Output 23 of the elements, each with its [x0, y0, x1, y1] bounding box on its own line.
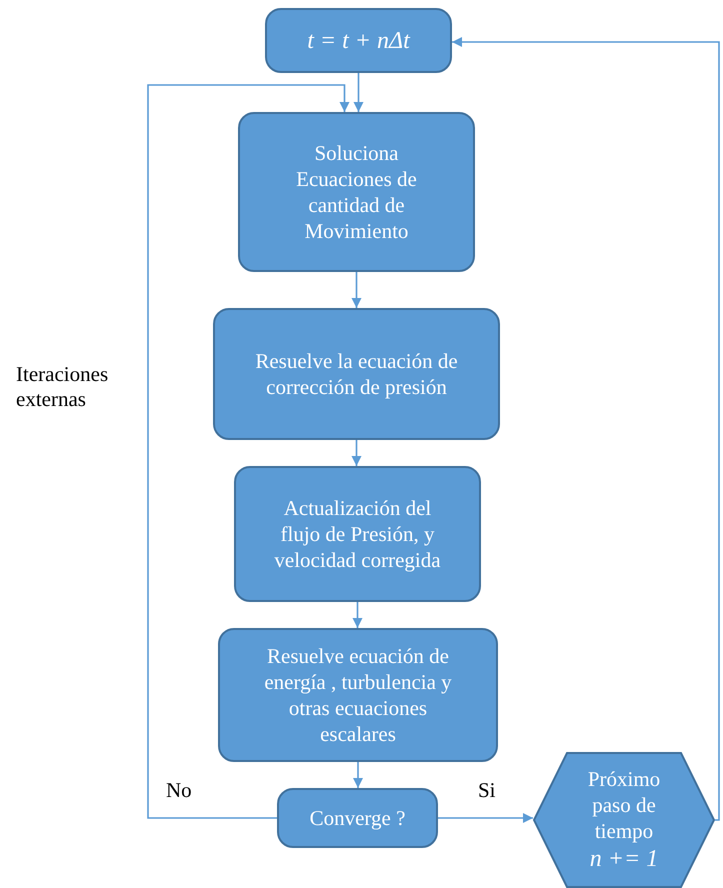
- process-box: [265, 8, 452, 73]
- process-box: [213, 308, 500, 440]
- node-text: Resuelve ecuación de energía , turbulencia y otras ecuaciones escalares: [263, 642, 453, 748]
- arrow: [352, 440, 362, 466]
- arrow: [147, 84, 350, 819]
- node-text: Actualización del flujo de Presión, y velocidad corregida: [273, 494, 442, 574]
- process-box: [277, 788, 438, 848]
- arrow: [452, 37, 720, 821]
- arrow: [438, 813, 533, 823]
- arrow: [353, 762, 363, 788]
- process-box: [218, 628, 498, 762]
- formula-text: t = t + nΔt: [307, 26, 410, 56]
- arrow: [352, 602, 362, 628]
- node-text: Converge ?: [310, 804, 406, 832]
- hexagon-node: [533, 752, 715, 888]
- arrow: [354, 73, 364, 112]
- node-text: Próximo paso de tiempo: [586, 766, 662, 844]
- node-text: Resuelve la ecuación de corrección de presión: [254, 348, 459, 400]
- process-box: [234, 466, 481, 602]
- formula-text: n += 1: [590, 845, 658, 874]
- node-text: Soluciona Ecuaciones de cantidad de Movimiento: [295, 140, 418, 244]
- arrow: [352, 272, 362, 308]
- process-box: [238, 112, 475, 272]
